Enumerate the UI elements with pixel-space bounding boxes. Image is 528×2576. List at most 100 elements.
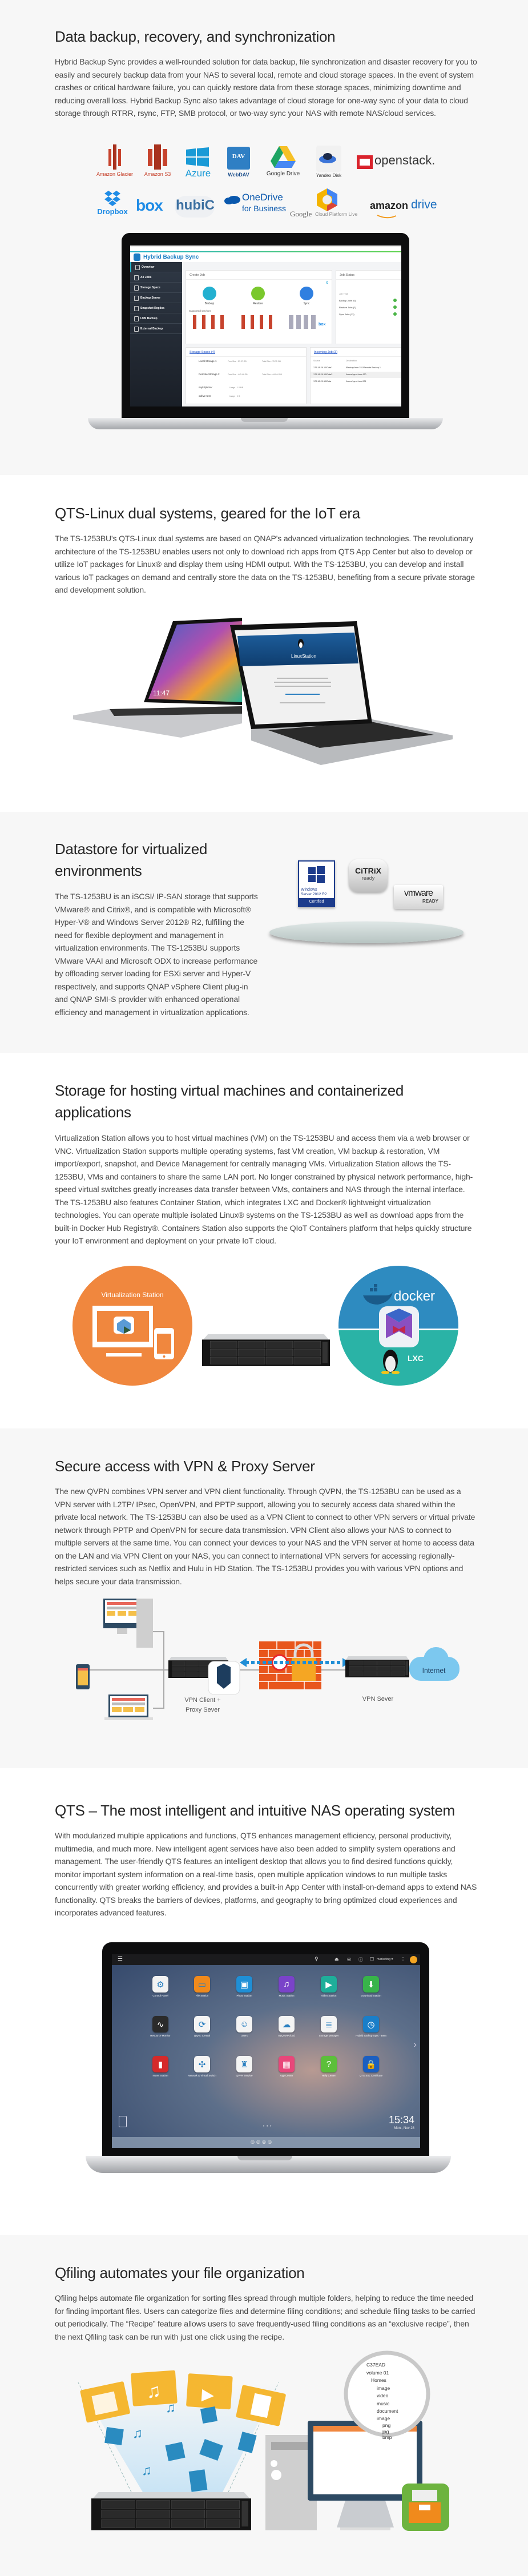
backup-section: Data backup, recovery, and synchronizati… (0, 0, 528, 475)
app-myqnapcloud[interactable]: ☁myQNAPcloud (269, 2016, 304, 2037)
app-grid-icon: ▦ (279, 2056, 295, 2072)
hbs-nav-all-jobs[interactable]: All Jobs (130, 272, 182, 283)
google-cloud-label-google: Google (290, 210, 312, 218)
database-icon: ≣ (321, 2016, 337, 2032)
destination-header: Destination (346, 360, 357, 362)
amazon-s3-logo (146, 144, 170, 170)
help-icon: ? (321, 2056, 337, 2072)
hbs-logo-icon (134, 253, 140, 261)
gear-icon: ⚙ (152, 1976, 168, 1993)
proxy-server-label: Proxy Sever (186, 1706, 220, 1713)
app-label: Resource Monitor (150, 2034, 171, 2037)
user-icon[interactable]: ☐ (370, 1957, 374, 1962)
app-users[interactable]: ☺Users (227, 2016, 261, 2037)
search-icon[interactable]: ⚲ (315, 1956, 319, 1962)
onedrive-cloud-icon (224, 194, 241, 204)
hybrid-backup-sync-screen: Hybrid Backup Sync Overview All Jobs Sto… (130, 245, 401, 406)
lxc-label: LXC (408, 1354, 424, 1363)
backup-clock-icon: ◷ (363, 2016, 379, 2032)
hbs-nav-overview[interactable]: Overview (130, 262, 182, 272)
linux-penguin-icon (381, 1350, 400, 1374)
hubic-logo: hubiC (176, 198, 215, 213)
app-network-virtual-switch[interactable]: ✣Network & Virtual Switch (185, 2056, 219, 2077)
docker-whale-icon (363, 1284, 393, 1305)
sync-action-label[interactable]: Sync (303, 302, 310, 305)
shield-icon: 🔒 (363, 2056, 379, 2072)
section-body: Qfiling helps automate file organization… (55, 2293, 475, 2341)
google-drive-icon (271, 146, 296, 169)
create-job-panel: Create Job 0 Backup Restore Sync Support… (186, 270, 332, 344)
badge-text: ready (361, 875, 375, 881)
badge-text: CiTRiX (355, 866, 381, 875)
username-dropdown[interactable]: marketing ▾ (377, 1958, 393, 1961)
storage-space-link[interactable]: Storage Space (4) (186, 348, 306, 357)
storage-free: Free Size : 443.44 GB (228, 373, 248, 376)
service-icons (193, 315, 228, 329)
app-music-station[interactable]: ♫Music Station (269, 1976, 304, 1997)
docker-label: docker (394, 1289, 435, 1304)
sync-action-icon[interactable] (300, 287, 313, 300)
qts-screen (148, 621, 242, 702)
section-body: Virtualization Station allows you to hos… (55, 1133, 473, 1245)
trash-icon[interactable] (119, 2116, 127, 2127)
section-body: With modularized multiple applications a… (55, 1831, 477, 1917)
incoming-destination: /home/sync from 470 (346, 373, 366, 376)
svg-text:C37EAD volume 01: C37EAD volume 01 Homes image video music… (366, 2362, 400, 2440)
app-hybrid-backup-sync-beta[interactable]: ◷Hybrid Backup Sync - Beta (354, 2016, 388, 2037)
app-label: Video Station (321, 1994, 337, 1997)
more-options-icon[interactable]: ⋮ (401, 1957, 405, 1962)
hbs-nav-external-backup[interactable]: External Backup (130, 324, 182, 334)
hbs-nav-storage-space[interactable]: Storage Space (130, 283, 182, 293)
hbs-nav-lun-backup[interactable]: LUN Backup (130, 313, 182, 324)
app-video-station[interactable]: ▶Video Station (312, 1976, 346, 1997)
next-page-arrow[interactable]: › (413, 2040, 417, 2050)
qts-top-bar: ☰ ⚲ ⏏ ◎ ⓘ ☐ marketing ▾ ⋮ (112, 1954, 420, 1965)
restore-action-icon[interactable] (251, 287, 265, 300)
hbs-app-title: Hybrid Backup Sync (143, 254, 199, 260)
app-label: QTS SSL Certificate (359, 2074, 383, 2077)
incoming-job-link[interactable]: Incoming Job (3) (311, 348, 401, 357)
app-qts-ssl-certificate[interactable]: 🔒 QTS SSL Certificate (354, 2056, 388, 2077)
storage-usage: Usage : 1.0 MB (229, 387, 244, 389)
background-tasks-icon[interactable]: ⏏ (334, 1957, 339, 1962)
page-indicator[interactable]: ••• (263, 2125, 274, 2128)
dual-laptops-illustration: 11:47 LinuxStation (73, 618, 453, 765)
job-type-header: Job Type (339, 292, 349, 295)
backup-action-label[interactable]: Backup (204, 302, 215, 305)
google-cloud-label: Cloud Platform Live (315, 211, 358, 217)
hbs-nav-backup-server[interactable]: Backup Server (130, 293, 182, 303)
notification-icon[interactable]: ⓘ (358, 1957, 363, 1962)
dashboard-icon[interactable] (410, 1956, 417, 1963)
restore-action-label[interactable]: Restore (253, 302, 263, 305)
app-resource-monitor[interactable]: ∿Resource Monitor (143, 2016, 178, 2037)
app-notes-station[interactable]: ▮Notes Station (143, 2056, 178, 2077)
title-line: Datastore for virtualized (55, 840, 208, 858)
magnifier-icon: C37EAD volume 01 Homes image video music… (344, 2350, 430, 2440)
menu-icon[interactable]: ☰ (118, 1956, 123, 1962)
app-file-station[interactable]: ▭File Station (185, 1976, 219, 1997)
dropbox-label: Dropbox (97, 207, 128, 216)
app-app-center[interactable]: ▦App Center (269, 2056, 304, 2077)
svg-text:▶: ▶ (201, 2385, 215, 2404)
tree-item: video (377, 2393, 389, 2398)
app-download-station[interactable]: ⬇Download Station (354, 1976, 388, 1997)
app-qvpn-service[interactable]: ♜QVPN Service (227, 2056, 261, 2077)
hbs-nav-snapshot-replica[interactable]: Snapshot Replica (130, 303, 182, 313)
app-help-center[interactable]: ?Help Center (312, 2056, 346, 2077)
job-status-panel: Job Status Job Type Backup Jobs (6) Rest… (336, 270, 401, 344)
devices-icon[interactable]: ◎ (347, 1957, 351, 1962)
storage-space-panel: Storage Space (4) Local Storage 1 Free S… (186, 347, 307, 404)
title-line: Storage for hosting virtual machines and… (55, 1082, 404, 1099)
dock-icons[interactable]: ◎◎◎◎ (251, 2139, 273, 2144)
internet-label: Internet (422, 1667, 446, 1675)
app-qsync-central[interactable]: ⟳Qsync Central (185, 2016, 219, 2037)
backup-action-icon[interactable] (203, 287, 216, 300)
job-status-heading: Job Status (336, 271, 401, 280)
section-body: The TS-1253BU is an iSCSI/ IP-SAN storag… (55, 892, 258, 1017)
badge-text: Server 2012 R2 (301, 892, 327, 896)
job-status-row: Backup Jobs (6) (339, 299, 356, 302)
app-storage-manager[interactable]: ≣Storage Manager (312, 2016, 346, 2037)
app-photo-station[interactable]: ▣Photo Station (227, 1976, 261, 1997)
vmware-ready-badge: vmware READY (394, 885, 443, 909)
app-control-panel[interactable]: ⚙Control Panel (143, 1976, 178, 1997)
